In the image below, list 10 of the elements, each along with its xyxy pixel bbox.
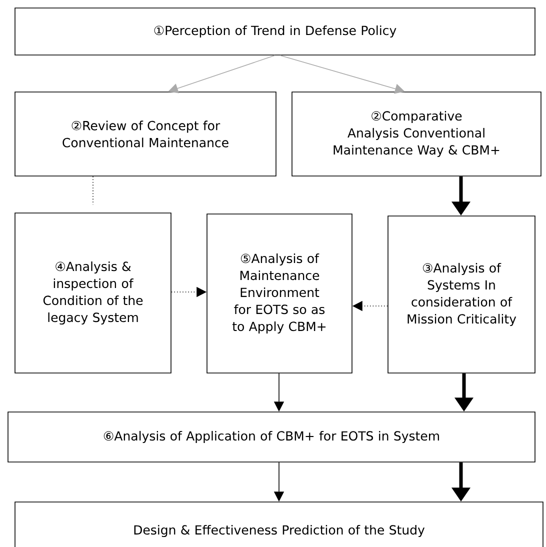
process-box: ⑥Analysis of Application of CBM+ for EOTS in System (8, 412, 536, 462)
process-box: ②Review of Concept for Conventional Maintenance (14, 92, 276, 176)
process-box: Design & Effectiveness Prediction of the Study (14, 502, 544, 547)
process-box: ④Analysis & inspection of Condition of the legacy System (14, 212, 172, 374)
arrow (168, 55, 276, 94)
process-box: ③Analysis of Systems In consideration of Mission Criticality (388, 216, 536, 374)
process-box: ①Perception of Trend in Defense Policy (14, 8, 536, 56)
process-box: ②Comparative Analysis Conventional Maintenance Way & CBM+ (292, 92, 542, 176)
arrow (280, 55, 405, 94)
process-box: ⑤Analysis of Maintenance Environment for EOTS so as to Apply CBM+ (206, 214, 352, 374)
